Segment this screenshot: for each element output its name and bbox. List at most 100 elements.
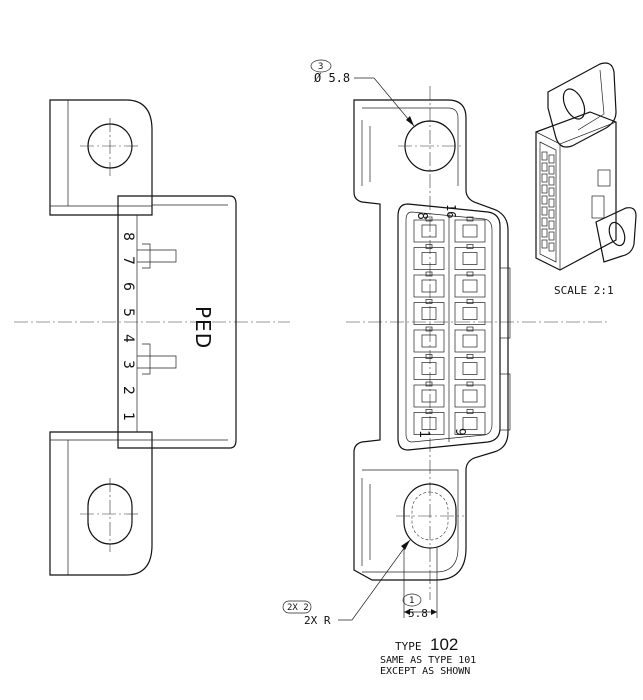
pin-latch-tab — [466, 381, 474, 387]
iso-front-bracket — [595, 207, 637, 263]
upper-latch — [137, 249, 177, 263]
pin-cavity — [413, 247, 445, 270]
iso-pin — [541, 151, 548, 161]
pin-latch-tab — [466, 326, 474, 332]
iso-pin — [541, 228, 548, 238]
pin-latch-tab — [425, 326, 433, 332]
pin-latch-tab — [425, 299, 433, 304]
body-label: PED — [191, 306, 215, 349]
pin-label-8: 8 — [120, 232, 136, 241]
hole-diameter-dim: Ø 5.8 — [314, 71, 350, 85]
pin-contact — [462, 279, 478, 293]
connector-face — [397, 203, 501, 451]
pin-contact — [421, 362, 437, 375]
pin-label-1: 1 — [120, 412, 136, 421]
iso-rear-hole — [562, 88, 586, 120]
pin-latch-tab — [425, 409, 433, 414]
type-prefix: TYPE — [395, 640, 422, 653]
callouts: 3 Ø 5.8 2X 2 2X R 1 5.8 — [282, 59, 438, 627]
pin-cavity — [454, 247, 486, 270]
pin-cavity — [454, 274, 486, 298]
pin-latch-tab — [466, 354, 474, 359]
notes-block: TYPE 102 SAME AS TYPE 101 EXCEPT AS SHOW… — [380, 635, 476, 677]
pin-cavity — [454, 329, 486, 353]
iso-pin — [548, 220, 555, 230]
cavity-label-bottom: 1 — [416, 430, 431, 438]
lower-latch — [137, 355, 177, 369]
pin-contact — [462, 334, 478, 348]
pin-cavity — [413, 219, 445, 243]
iso-rear-bracket — [547, 62, 617, 148]
balloon-3-label: 3 — [318, 62, 323, 72]
pin-contact — [462, 224, 478, 238]
front-view: 8 16 1 9 — [346, 86, 610, 600]
pin-contact — [462, 417, 478, 430]
iso-pin — [548, 209, 555, 219]
pin-label-7: 7 — [120, 256, 136, 265]
iso-pin — [541, 162, 548, 172]
scale-label: SCALE 2:1 — [554, 284, 614, 297]
balloon-3 — [310, 59, 332, 73]
iso-pin — [548, 187, 555, 197]
top-mounting-tab — [49, 99, 153, 216]
balloon-2x2-label: 2X 2 — [287, 603, 309, 613]
pin-cavity-grid — [413, 216, 486, 435]
radius-leader — [338, 539, 411, 621]
pin-cavity — [413, 412, 445, 435]
iso-pin — [541, 173, 548, 183]
pin-contact — [462, 362, 478, 375]
pin-latch-tab — [425, 354, 433, 359]
pin-latch-tab — [466, 299, 474, 304]
pin-contact — [462, 389, 478, 403]
pin-label-5: 5 — [120, 308, 136, 317]
pin-contact — [421, 389, 437, 403]
iso-pin — [548, 154, 555, 164]
iso-pin — [548, 176, 555, 186]
connector-body — [117, 195, 237, 449]
iso-pin — [548, 165, 555, 175]
pin-cavity — [454, 357, 486, 380]
pin-latch-tab — [466, 216, 474, 222]
pin-cavity — [454, 412, 486, 435]
pin-cavity — [454, 384, 486, 408]
balloon-1 — [402, 593, 422, 607]
pin-contact — [462, 307, 478, 320]
pin-contact — [421, 307, 437, 320]
isometric-view: SCALE 2:1 — [535, 62, 637, 297]
iso-pin — [548, 231, 555, 241]
balloon-2x2 — [282, 600, 312, 614]
pin-latch-tab — [425, 271, 433, 277]
iso-pin — [541, 184, 548, 194]
pin-label-4: 4 — [120, 334, 136, 343]
iso-pin — [548, 242, 555, 252]
pin-contact — [462, 252, 478, 265]
pin-label-6: 6 — [120, 282, 136, 291]
pin-cavity — [413, 302, 445, 325]
pin-latch-tab — [466, 409, 474, 414]
pin-cavity — [413, 357, 445, 380]
cavity-label-top-right: 16 — [444, 204, 458, 218]
type-number: 102 — [430, 635, 458, 654]
iso-pin — [541, 195, 548, 205]
note-line-1: SAME AS TYPE 101 — [380, 655, 476, 666]
pin-latch-tab — [466, 244, 474, 249]
pin-cavity — [413, 274, 445, 298]
cavity-label-bottom-right: 9 — [452, 428, 467, 436]
iso-pin — [541, 239, 548, 249]
note-line-2: EXCEPT AS SHOWN — [380, 666, 470, 677]
side-view: 8 7 6 5 4 3 2 1 PED — [14, 99, 290, 576]
pin-latch-tab — [425, 244, 433, 249]
iso-pin — [548, 198, 555, 208]
pin-cavity — [413, 384, 445, 408]
pin-contact — [421, 279, 437, 293]
pin-cavity — [454, 302, 486, 325]
iso-pin — [541, 206, 548, 216]
pin-latch-tab — [425, 216, 433, 222]
pin-cavity — [413, 329, 445, 353]
iso-pin — [541, 217, 548, 227]
balloon-1-label: 1 — [409, 596, 414, 606]
pin-contact — [421, 224, 437, 238]
pin-contact — [421, 334, 437, 348]
bottom-mounting-tab — [49, 431, 153, 576]
